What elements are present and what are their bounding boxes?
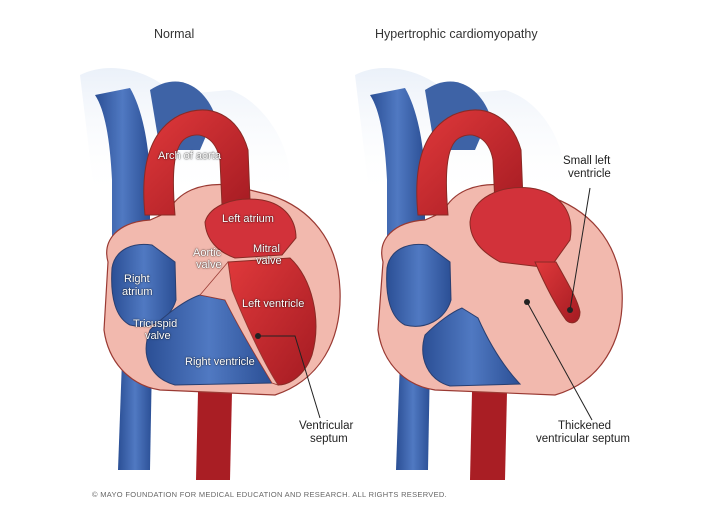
- label-thickened-septum-2: ventricular septum: [536, 433, 630, 445]
- normal-left-atrium: [204, 198, 297, 259]
- hcm-heart: [355, 67, 623, 480]
- hcm-aortic-arch: [416, 109, 524, 216]
- normal-heart: [80, 67, 341, 480]
- label-aortic-valve-1: Aortic: [193, 247, 222, 259]
- normal-ventricular-septum: [199, 261, 279, 386]
- normal-descending-aorta: [196, 392, 232, 480]
- hcm-left-atrium: [469, 187, 572, 269]
- hcm-descending-aorta: [470, 392, 507, 480]
- label-left-atrium: Left atrium: [222, 213, 274, 225]
- copyright-notice: © MAYO FOUNDATION FOR MEDICAL EDUCATION …: [92, 490, 447, 499]
- label-right-ventricle: Right ventricle: [185, 356, 255, 368]
- hcm-right-atrium: [386, 243, 452, 327]
- label-right-atrium-1: Right: [124, 273, 150, 285]
- label-small-left-ventricle-2: ventricle: [568, 168, 611, 180]
- title-normal: Normal: [154, 27, 195, 41]
- normal-inferior-vena-cava: [118, 360, 152, 470]
- label-mitral-valve-2: valve: [256, 255, 282, 267]
- label-tricuspid-valve-2: valve: [145, 330, 171, 342]
- normal-aortic-arch: [143, 109, 251, 216]
- label-left-ventricle: Left ventricle: [242, 298, 305, 310]
- label-right-atrium-2: atrium: [122, 286, 153, 298]
- title-hcm: Hypertrophic cardiomyopathy: [375, 27, 538, 41]
- label-arch-of-aorta: Arch of aorta: [158, 150, 221, 162]
- label-thickened-septum-1: Thickened: [558, 420, 612, 432]
- label-aortic-valve-2: valve: [196, 259, 222, 271]
- normal-septum-pointer-line: [258, 335, 321, 419]
- hcm-septum-pointer-line: [526, 301, 593, 421]
- hcm-inferior-vena-cava: [396, 360, 430, 470]
- hcm-small-lv-pointer-line: [569, 187, 591, 311]
- label-ventricular-septum-1: Ventricular: [299, 420, 354, 432]
- label-mitral-valve-1: Mitral: [253, 243, 280, 255]
- label-ventricular-septum-2: septum: [310, 433, 348, 445]
- label-tricuspid-valve-1: Tricuspid: [133, 318, 178, 330]
- hcm-right-ventricle: [422, 307, 522, 387]
- label-small-left-ventricle-1: Small left: [563, 155, 611, 167]
